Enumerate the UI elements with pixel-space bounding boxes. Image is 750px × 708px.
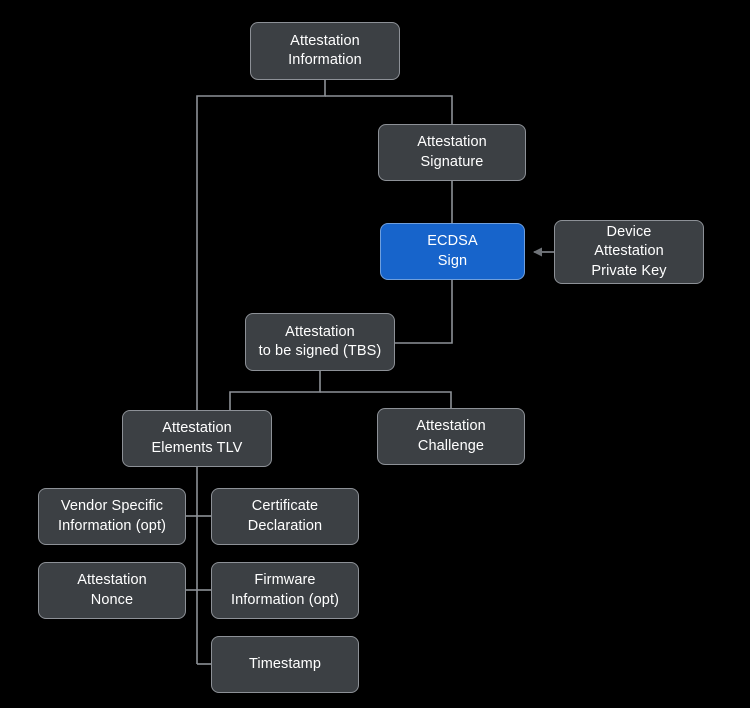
node-timestamp[interactable]: Timestamp xyxy=(211,636,359,693)
edge-info-to-signature xyxy=(325,95,453,124)
node-certificate-declaration[interactable]: Certificate Declaration xyxy=(211,488,359,545)
node-label-attestation-nonce: Attestation Nonce xyxy=(77,572,147,608)
node-attestation-information[interactable]: Attestation Information xyxy=(250,22,400,80)
node-label-device-attestation-private-key: Device Attestation Private Key xyxy=(591,224,667,279)
node-vendor-specific-information[interactable]: Vendor Specific Information (opt) xyxy=(38,488,186,545)
node-label-attestation-elements-tlv: Attestation Elements TLV xyxy=(151,420,243,456)
edge-tbs-to-challenge xyxy=(320,391,452,408)
node-label-attestation-information: Attestation Information xyxy=(288,32,362,68)
node-label-ecdsa-sign: ECDSA Sign xyxy=(427,233,478,269)
node-label-attestation-signature: Attestation Signature xyxy=(417,134,487,170)
node-attestation-nonce[interactable]: Attestation Nonce xyxy=(38,562,186,619)
node-attestation-tbs[interactable]: Attestation to be signed (TBS) xyxy=(245,313,395,371)
edge-tbs-to-tlv xyxy=(229,371,321,410)
node-label-certificate-declaration: Certificate Declaration xyxy=(247,498,323,534)
node-device-attestation-private-key[interactable]: Device Attestation Private Key xyxy=(554,220,704,284)
node-label-firmware-information: Firmware Information (opt) xyxy=(230,572,340,608)
node-firmware-information[interactable]: Firmware Information (opt) xyxy=(211,562,359,619)
node-attestation-signature[interactable]: Attestation Signature xyxy=(378,124,526,181)
node-label-attestation-challenge: Attestation Challenge xyxy=(416,418,486,454)
node-ecdsa-sign[interactable]: ECDSA Sign xyxy=(380,223,525,280)
node-label-vendor-specific-information: Vendor Specific Information (opt) xyxy=(57,498,167,534)
node-label-attestation-tbs: Attestation to be signed (TBS) xyxy=(258,323,382,359)
node-label-timestamp: Timestamp xyxy=(248,655,322,672)
node-attestation-elements-tlv[interactable]: Attestation Elements TLV xyxy=(122,410,272,467)
node-attestation-challenge[interactable]: Attestation Challenge xyxy=(377,408,525,465)
edge-ecdsa-to-tbs xyxy=(395,280,453,344)
